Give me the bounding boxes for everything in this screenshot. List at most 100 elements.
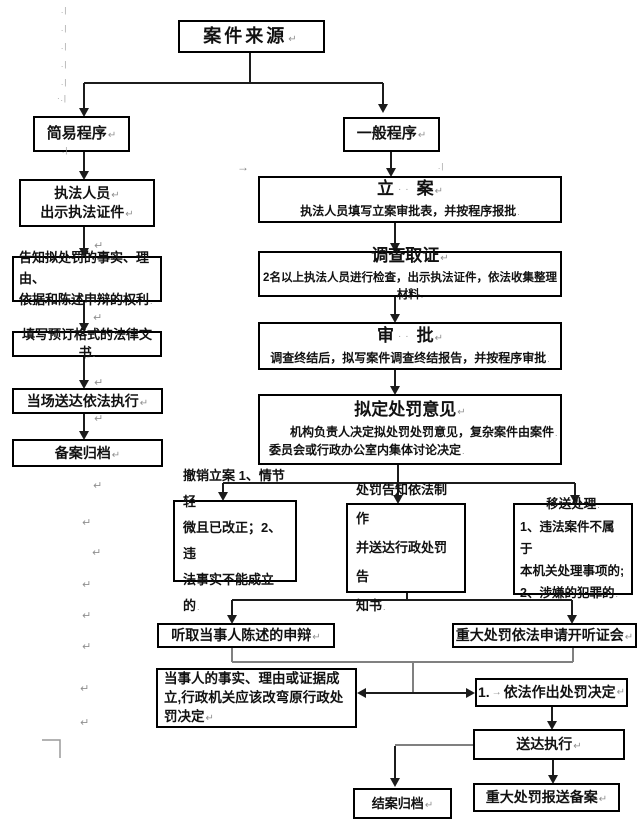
node-party-facts: 当事人的事实、理由或证据成 立,行政机关应该改弯原行政处 罚决定↵ <box>156 668 357 728</box>
dot-mark: . <box>383 601 386 612</box>
node-title: 调查取证 <box>371 245 440 265</box>
return-mark: ↵ <box>424 799 434 811</box>
dot-mark: . <box>462 446 465 456</box>
node-label: 罚决定 <box>164 708 205 724</box>
node-label: 1、违法案件不属于 <box>520 520 615 556</box>
node-label: 填写预订格式的法律文书 <box>21 327 152 360</box>
node-label: 处罚告知依法制作 <box>356 481 448 526</box>
return-mark: ↵ <box>125 209 134 220</box>
node-fill-documents: 填写预订格式的法律文书. <box>12 327 162 360</box>
node-label: 执法人员 <box>54 185 111 202</box>
node-label: 当事人的事实、理由或证据成 <box>164 670 340 686</box>
return-mark: ↵ <box>434 186 444 197</box>
node-subtitle: 机构负责人决定拟处罚处罚意见，复杂案件由案件 <box>290 425 555 439</box>
node-label: 并送达行政处罚告 <box>356 539 448 584</box>
return-mark: ↵ <box>107 129 117 141</box>
node-major-penalty-report: 重大处罚报送备案↵ <box>473 783 620 812</box>
format-mark: .| <box>438 162 445 171</box>
node-hearing-request: 重大处罚依法申请开听证会↵ <box>452 623 637 648</box>
node-label: 立,行政机关应该改弯原行政处 <box>164 689 344 705</box>
dot-mark: . <box>92 349 96 359</box>
node-revoke-case: 撤销立案 1、情节轻 微且已改正；2、违 法事实不能成立的. <box>173 468 297 613</box>
node-title: 立 <box>376 179 394 198</box>
anchor-arrow-mark: → <box>237 160 249 174</box>
node-label: 一般程序 <box>356 125 417 143</box>
node-label: 重大处罚报送备案 <box>485 789 598 806</box>
pilcrow-mark: ↵ <box>82 579 92 591</box>
return-mark: ↵ <box>417 130 427 142</box>
return-mark: ↵ <box>624 632 634 644</box>
dot-mark: . <box>197 601 200 612</box>
node-hear-statement: 听取当事人陈述的申辩↵ <box>157 623 335 648</box>
pilcrow-mark: ↵ <box>94 413 104 425</box>
format-mark: .| <box>61 24 68 33</box>
return-mark: ↵ <box>598 794 608 806</box>
node-simple-procedure: 简易程序↵ <box>33 116 130 152</box>
return-mark: ↵ <box>434 332 444 344</box>
dot-mark: . <box>517 207 520 217</box>
node-label: 重大处罚依法申请开听证会 <box>455 627 624 644</box>
space-mark: ·· <box>397 184 413 195</box>
node-label: 备案归档 <box>54 444 111 461</box>
node-law-officer: 执法人员↵ 出示执法证件↵ <box>19 179 155 227</box>
node-subtitle: 委员会或行政办公室内集体讨论决定 <box>269 443 462 457</box>
return-mark: ↵ <box>111 190 120 202</box>
node-label: 送达执行 <box>516 736 573 753</box>
node-label: 结案归档 <box>371 795 424 811</box>
node-subtitle: 2名以上执法人员进行检查，出示执法证件，依法收集整理材料 <box>263 271 557 301</box>
node-draft-penalty-opinion: 拟定处罚意见↵ 机构负责人决定拟处罚处罚意见，复杂案件由案件. 委员会或行政办公… <box>258 394 562 465</box>
node-label: 出示执法证件 <box>40 204 125 220</box>
return-mark: ↵ <box>440 252 449 264</box>
node-title: 拟定处罚意见 <box>354 400 457 419</box>
pilcrow-mark: ↵ <box>80 717 90 729</box>
return-mark: ↵ <box>111 449 121 461</box>
format-mark: .| <box>61 42 68 51</box>
node-label: 微且已改正；2、违 <box>183 519 282 561</box>
node-title: 案 <box>416 179 434 198</box>
pilcrow-mark: ↵ <box>93 480 103 492</box>
node-penalty-notification: 处罚告知依法制作 并送达行政处罚告 知书. <box>346 482 466 613</box>
node-label: 听取当事人陈述的申辩 <box>171 627 312 644</box>
node-title: 批 <box>416 325 434 345</box>
node-title: 审 <box>376 325 394 345</box>
dot-mark: . <box>615 589 618 599</box>
node-subtitle: 调查终结后，拟写案件调查终结报告，并按程序审批 <box>270 350 547 365</box>
return-mark: ↵ <box>312 632 321 644</box>
return-mark: ↵ <box>288 34 300 46</box>
dot-mark: . <box>150 295 153 306</box>
node-close-case: 结案归档↵ <box>353 788 452 819</box>
node-file-case: 立··案↵ 执法人员填写立案审批表，并按程序报批. <box>258 176 562 223</box>
pilcrow-mark: ↵ <box>93 312 103 324</box>
node-label: 撤销立案 1、情节轻 <box>183 467 285 509</box>
node-deliver-execute: 送达执行↵ <box>473 729 625 760</box>
node-inform-rights: 告知拟处罚的事实、理由、 依据和陈述申辩的权利. <box>12 250 162 307</box>
pilcrow-mark: ↵ <box>82 517 92 529</box>
pilcrow-mark: ↵ <box>92 547 102 559</box>
format-mark: .| <box>62 146 69 155</box>
node-label: 依据和陈述申辩的权利 <box>19 291 150 307</box>
dot-mark: . <box>597 500 600 510</box>
node-label: 知书 <box>356 597 383 613</box>
return-mark: ↵ <box>573 741 582 753</box>
return-mark: ↵ <box>616 686 626 698</box>
pilcrow-mark: ↵ <box>94 240 104 252</box>
node-label: 移送处理 <box>546 497 597 511</box>
node-label: 简易程序 <box>46 124 107 142</box>
node-label: 2、涉嫌的犯罪的 <box>520 586 615 600</box>
node-onsite-delivery: 当场送达依法执行↵ <box>12 388 163 414</box>
node-subtitle: 执法人员填写立案审批表，并按程序报批 <box>300 204 517 218</box>
node-general-procedure: 一般程序↵ <box>343 117 440 152</box>
format-mark: .| <box>61 60 68 69</box>
pilcrow-mark: ↵ <box>80 683 90 695</box>
format-mark: .| <box>61 6 68 15</box>
space-mark: ·· <box>397 330 413 342</box>
node-record-filing: 备案归档↵ <box>12 439 163 467</box>
node-investigation: 调查取证↵ 2名以上执法人员进行检查，出示执法证件，依法收集整理材料. <box>258 246 562 301</box>
list-number: 1. <box>477 684 490 701</box>
node-label: 本机关处理事项的; <box>520 564 625 578</box>
dot-mark: . <box>420 289 424 300</box>
dot-mark: . <box>547 353 550 364</box>
node-case-source: 案件来源↵ <box>178 20 325 53</box>
return-mark: ↵ <box>205 712 214 724</box>
